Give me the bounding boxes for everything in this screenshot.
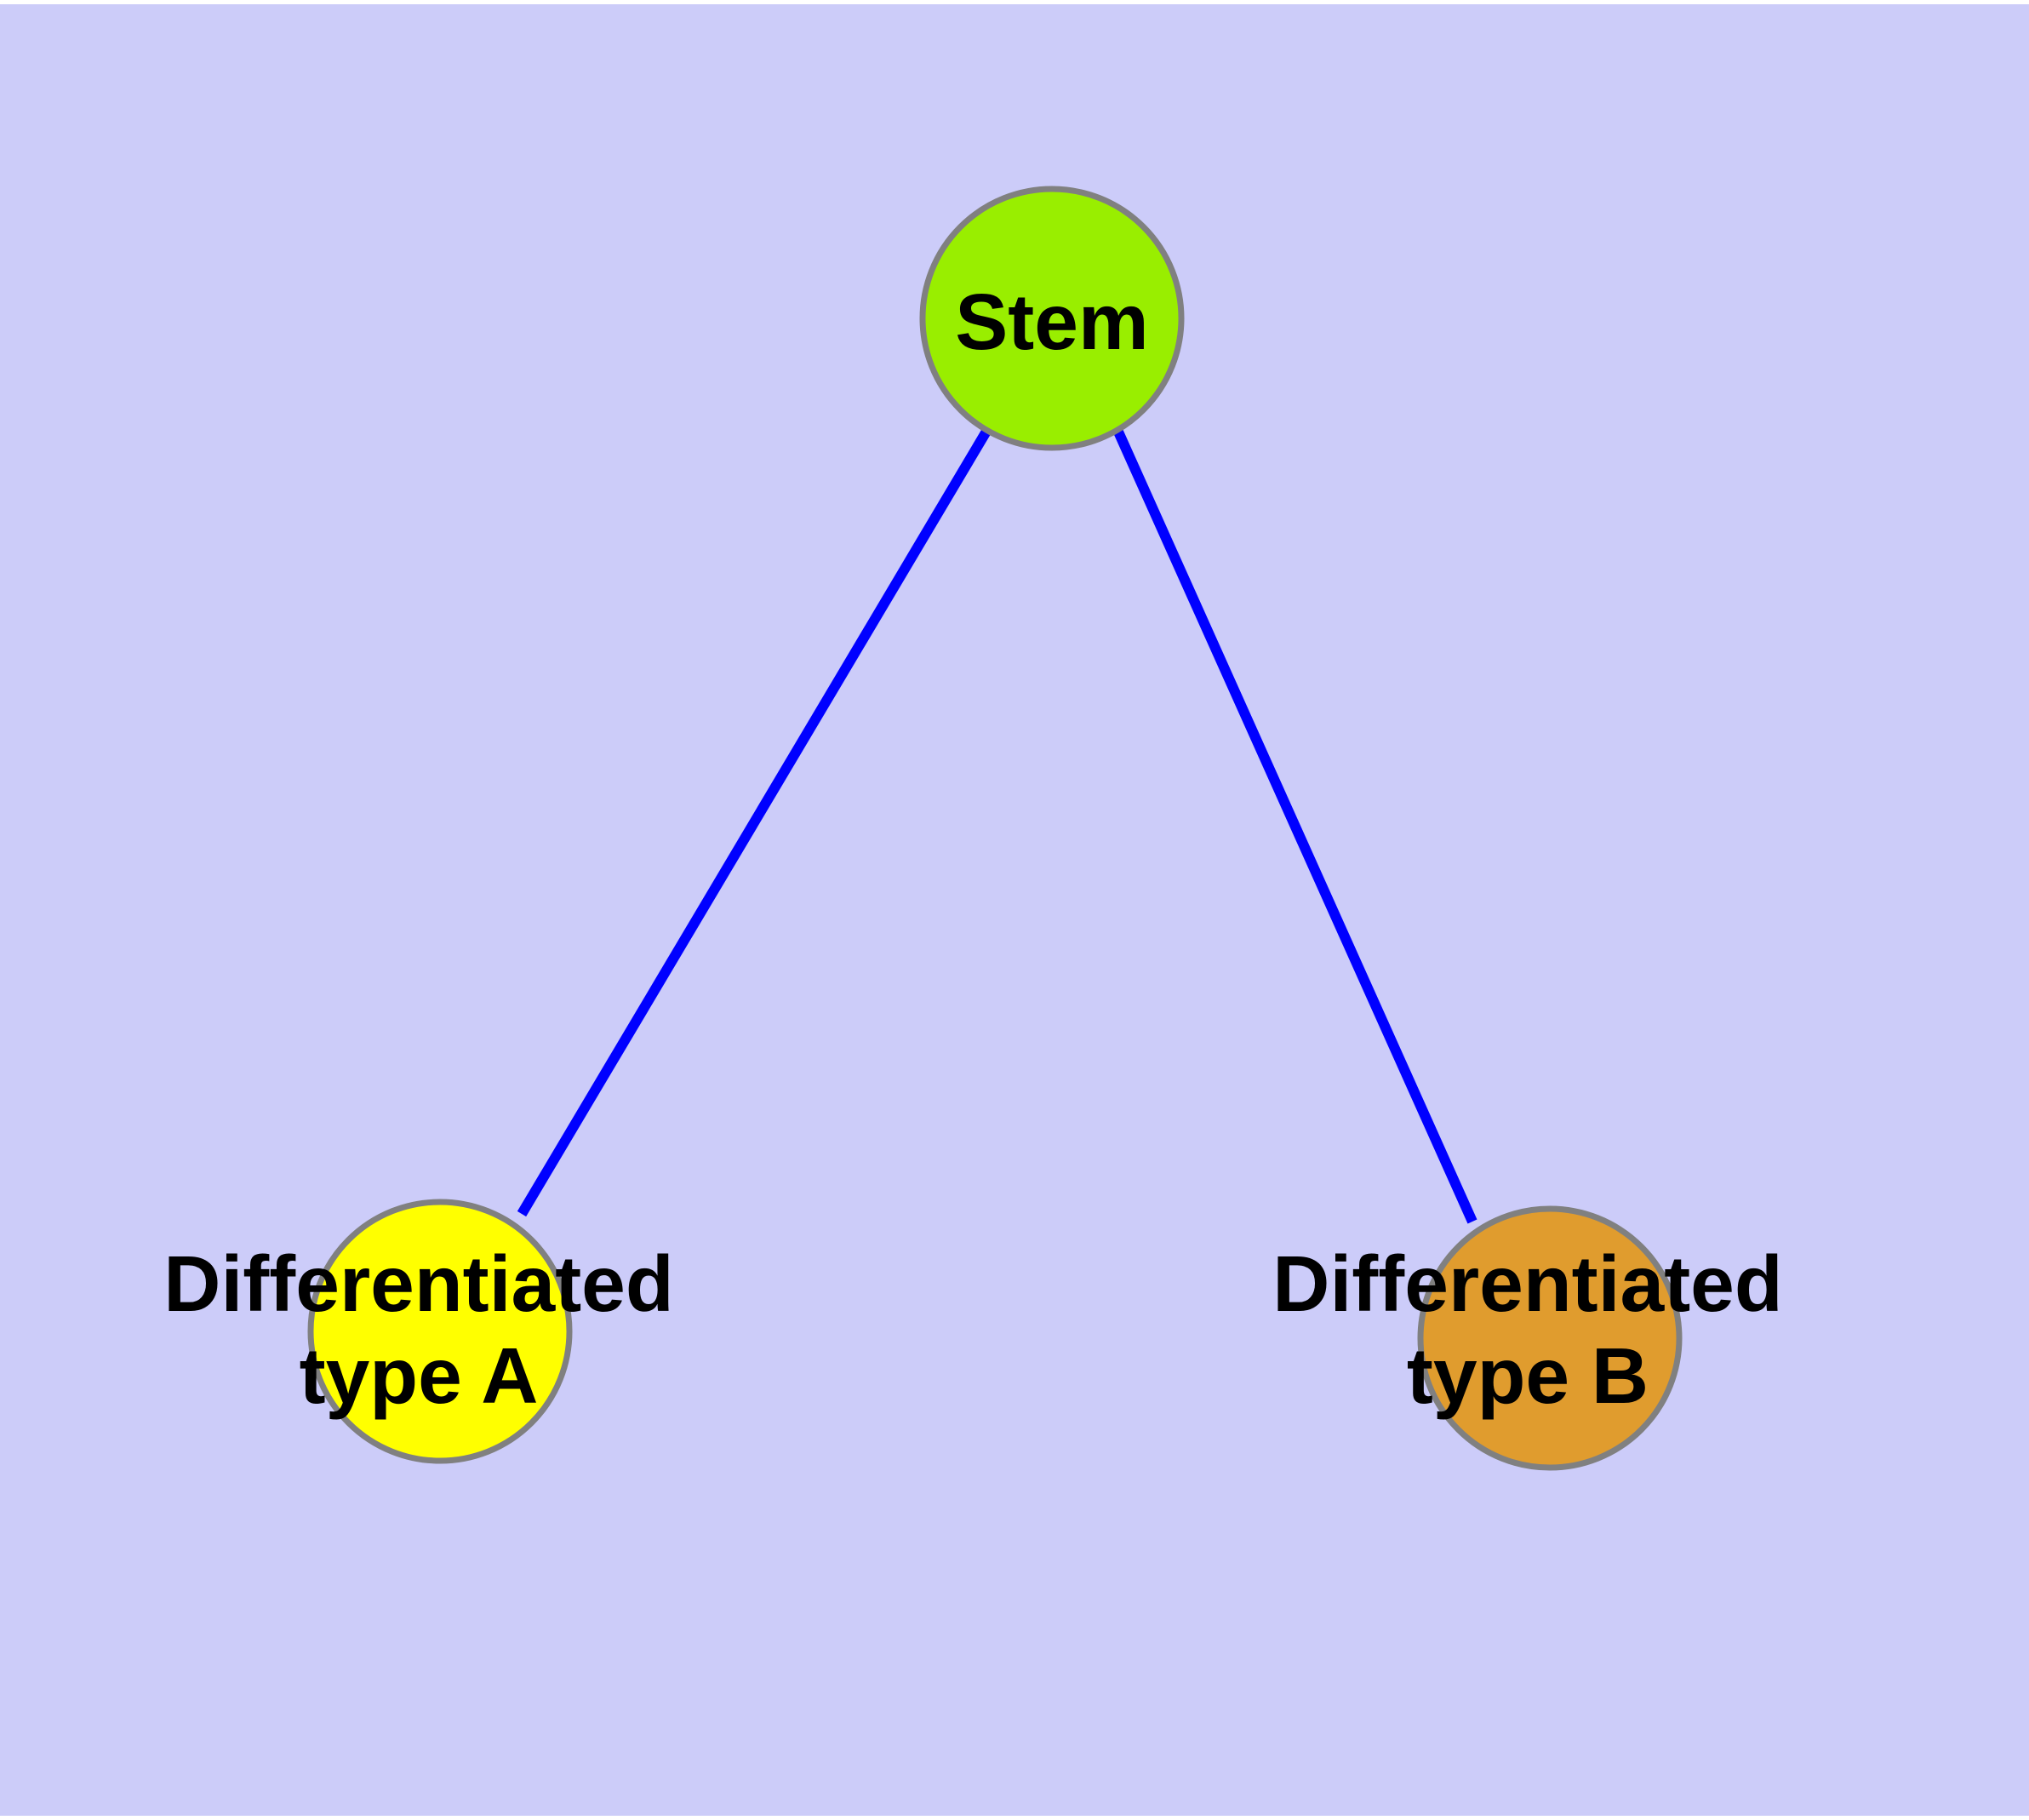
node-label-differentiated-type-b-line2: type B bbox=[1407, 1331, 1649, 1420]
node-differentiated-type-b[interactable] bbox=[1417, 1205, 1683, 1471]
nodes-group bbox=[307, 186, 1683, 1471]
node-label-differentiated-type-a-line2: type A bbox=[300, 1331, 539, 1420]
node-differentiated-type-a[interactable] bbox=[307, 1199, 573, 1464]
node-stem[interactable] bbox=[919, 186, 1185, 451]
node-label-stem: Stem bbox=[955, 278, 1148, 366]
node-label-differentiated-type-a-line1: Differentiated bbox=[163, 1239, 673, 1328]
labels-group: Stem Differentiated type A Differentiate… bbox=[163, 278, 1782, 1420]
node-label-differentiated-type-b-line1: Differentiated bbox=[1272, 1239, 1782, 1328]
edge-stem-to-diff-b[interactable] bbox=[1112, 427, 1477, 1224]
edges-group bbox=[517, 426, 1477, 1224]
edge-stem-to-diff-a[interactable] bbox=[517, 426, 992, 1217]
